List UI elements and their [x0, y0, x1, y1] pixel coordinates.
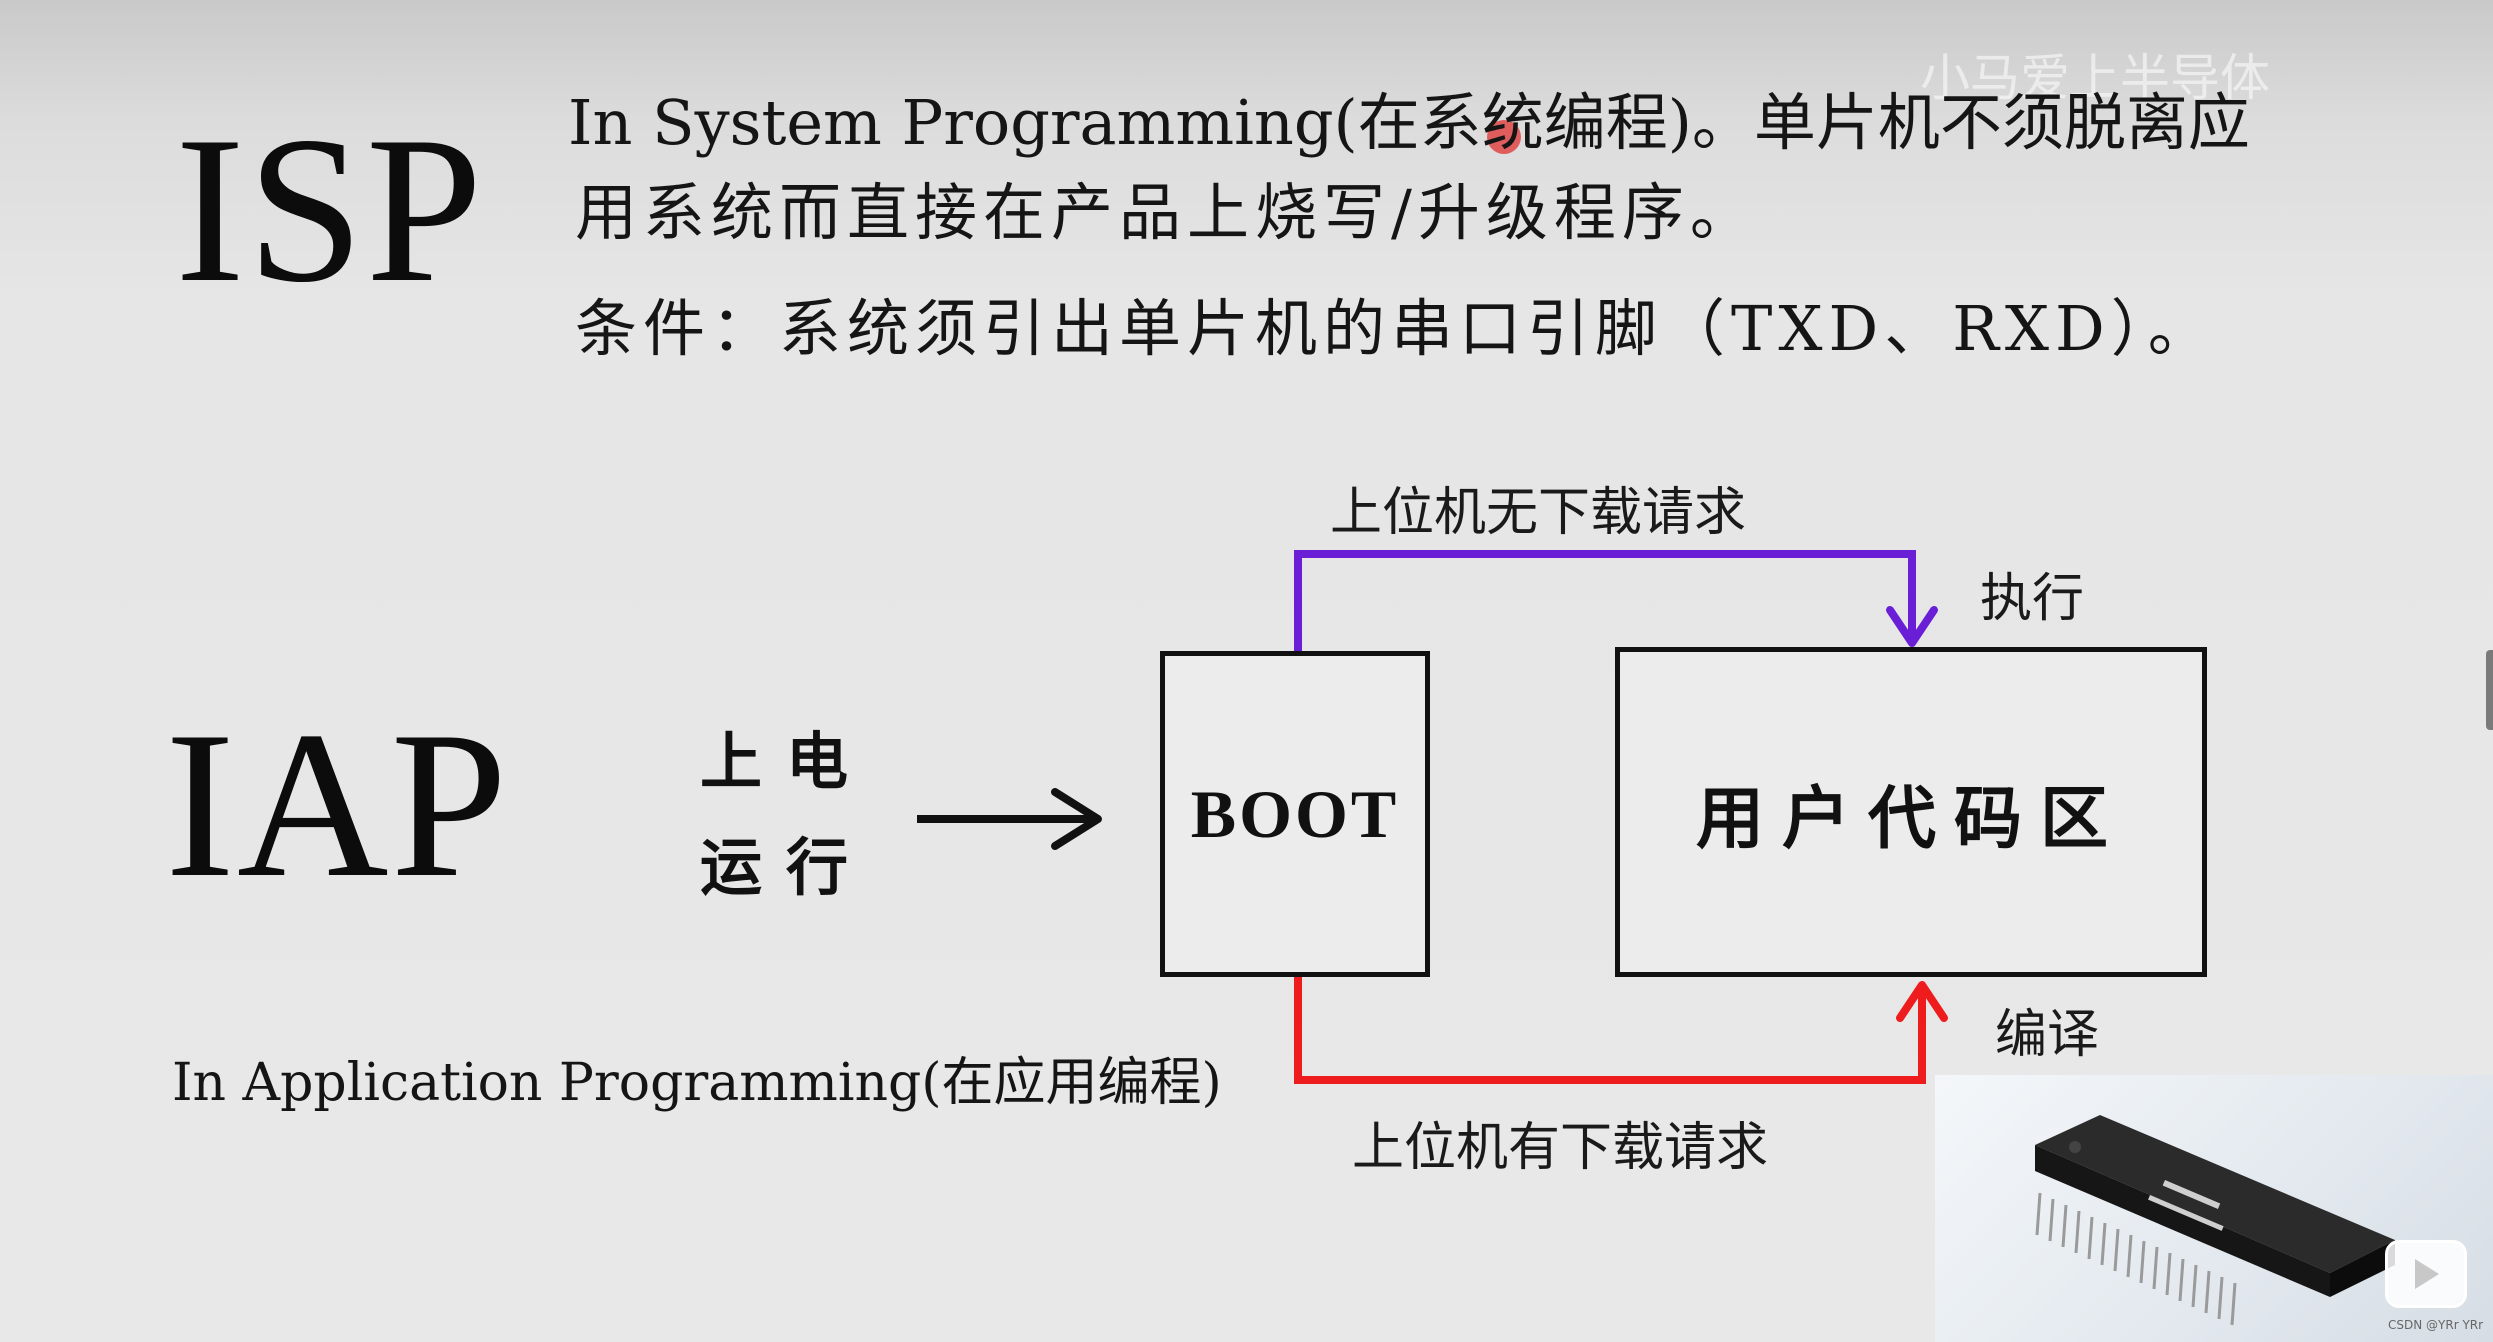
no-request-path [1294, 550, 1938, 651]
has-request-path [1294, 977, 1948, 1084]
run-label: 运行 [700, 831, 873, 904]
compile-label: 编译 [1995, 1005, 2100, 1065]
user-code-area-box: 用户代码区 [1615, 647, 2207, 977]
side-scroll-handle[interactable] [2486, 650, 2493, 730]
play-icon[interactable] [2385, 1240, 2467, 1308]
iap-title: IAP [165, 689, 510, 921]
has-request-label: 上位机有下载请求 [1352, 1118, 1769, 1178]
power-on-label: 上电 [700, 725, 873, 798]
boot-label: BOOT [1190, 775, 1400, 852]
no-request-label: 上位机无下载请求 [1330, 483, 1747, 543]
user-code-area-label: 用户代码区 [1695, 778, 2126, 859]
isp-description-line1: In System Programming(在系统编程)。单片机不须脱离应 [568, 86, 2250, 159]
iap-subtitle: In Application Programming(在应用编程) [172, 1053, 1222, 1113]
boot-box: BOOT [1160, 651, 1430, 977]
chip-video-thumbnail[interactable] [1935, 1075, 2493, 1342]
isp-title: ISP [175, 94, 485, 326]
isp-condition: 条件：系统须引出单片机的串口引脚（TXD、RXD）。 [575, 292, 2216, 365]
chip-icon [2035, 1115, 2395, 1326]
execute-label: 执行 [1980, 569, 2085, 629]
isp-description-line2: 用系统而直接在产品上烧写/升级程序。 [575, 176, 1758, 249]
watermark: 小马爱上半导体 [1920, 49, 2270, 107]
csdn-credit: CSDN @YRr YRr [2388, 1318, 2484, 1332]
power-on-arrow [917, 788, 1102, 850]
cursor-indicator [1487, 120, 1521, 154]
